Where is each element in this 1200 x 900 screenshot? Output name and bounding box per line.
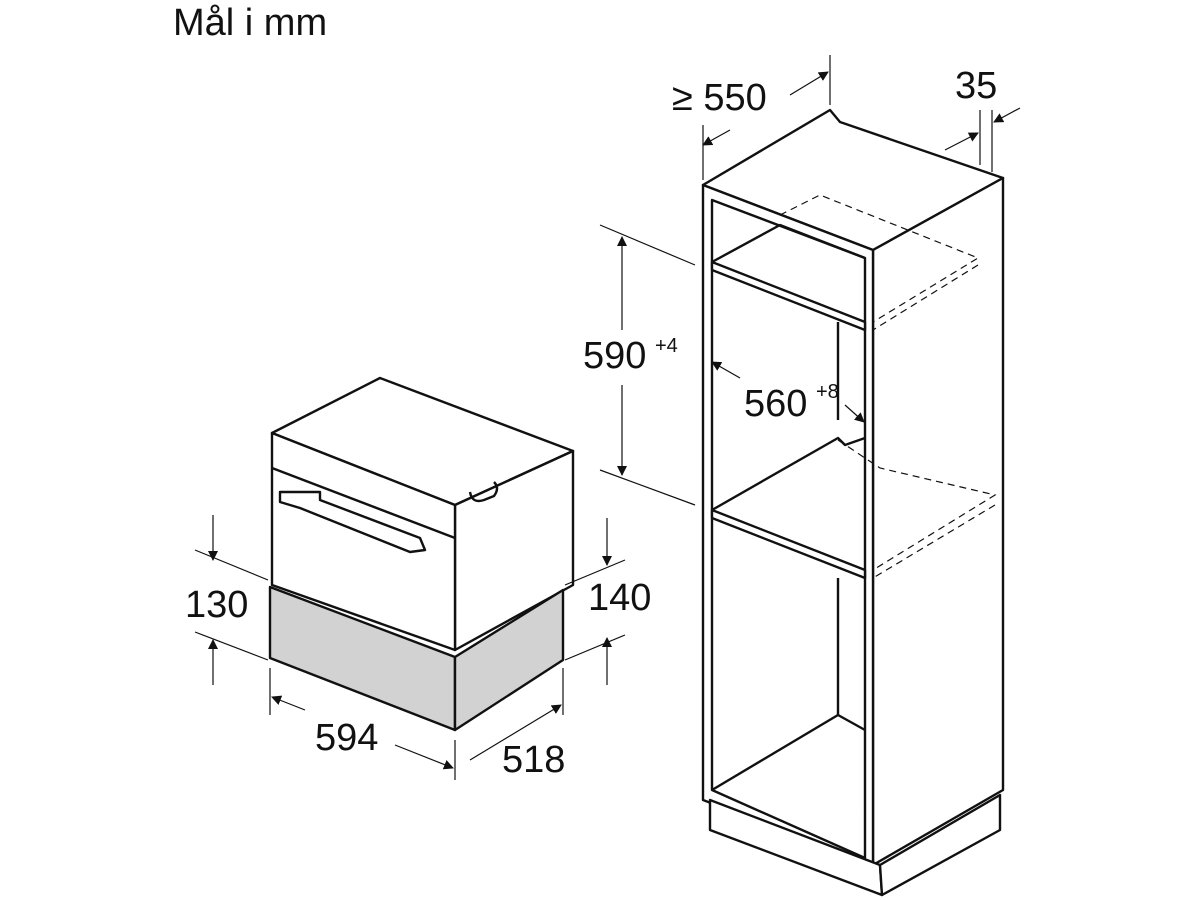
middle-shelf [710,508,867,580]
niche-width-tolerance: +8 [816,381,839,403]
panel-thickness-label: 35 [955,65,997,107]
drawer-height-right-label: 140 [588,577,651,619]
plinth-side [878,793,1002,897]
cabinet-dimensions [599,55,1021,506]
drawer-height-left-label: 130 [185,584,248,626]
appliance-drawing [268,376,575,732]
door-handle [278,490,427,554]
side-handle [468,481,499,503]
cabinet-drawing [701,108,1005,897]
niche-height-tolerance: +4 [655,335,678,357]
width-label: 594 [315,717,378,759]
niche-height-label: 590 [583,335,646,377]
niche-width-label: 560 [744,383,807,425]
appliance-front [270,431,457,652]
appliance-dimensions [194,515,626,780]
upper-shelf [710,260,867,332]
page-title: Mål i mm [173,2,328,44]
drawer-side [453,588,565,732]
cabinet-depth-label: ≥ 550 [672,77,767,119]
depth-label: 518 [502,739,565,781]
cabinet-side [871,176,1005,867]
